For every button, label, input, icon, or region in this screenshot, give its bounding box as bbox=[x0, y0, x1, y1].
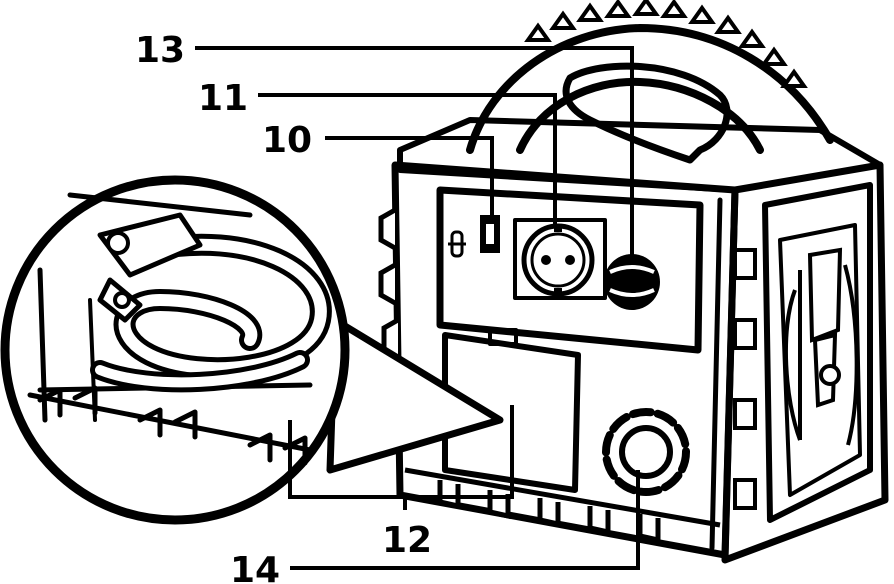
leader-11 bbox=[258, 93, 557, 228]
side-cable-panel bbox=[762, 182, 873, 523]
carry-handle bbox=[466, 0, 834, 164]
callout-12: 12 bbox=[382, 520, 432, 561]
round-port bbox=[604, 254, 660, 310]
bottom-bumper bbox=[404, 467, 721, 544]
corner-ridges bbox=[733, 248, 757, 510]
leader-12 bbox=[288, 405, 514, 499]
inset-air-hose bbox=[27, 192, 332, 466]
callout-13: 13 bbox=[135, 30, 185, 71]
control-panel bbox=[436, 186, 704, 354]
callout-14: 14 bbox=[230, 550, 280, 584]
magnified-inset bbox=[0, 175, 504, 525]
leader-13 bbox=[195, 46, 634, 255]
jumper-clamp bbox=[783, 247, 859, 446]
power-switch bbox=[480, 215, 500, 253]
unit-body bbox=[378, 117, 889, 564]
handle-tread bbox=[524, 0, 808, 88]
fuse-icon bbox=[448, 230, 466, 258]
leader-14 bbox=[290, 470, 640, 570]
callout-10: 10 bbox=[262, 120, 312, 161]
cooling-vent bbox=[602, 408, 690, 496]
ac-outlet bbox=[513, 218, 607, 300]
leader-10 bbox=[325, 136, 494, 215]
leader-lines bbox=[195, 46, 640, 570]
callout-11: 11 bbox=[198, 78, 248, 119]
